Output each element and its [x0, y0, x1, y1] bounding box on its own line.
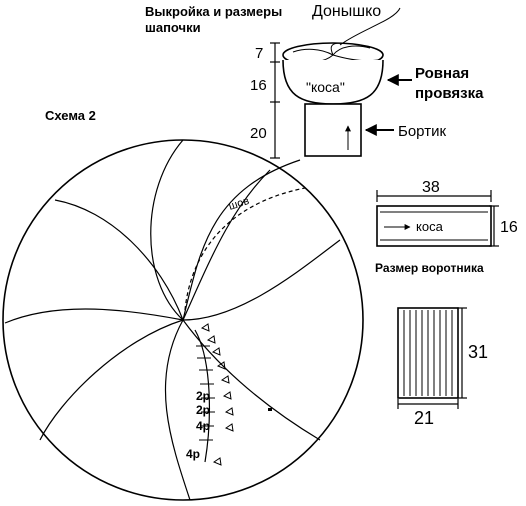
hat-dimension-line — [270, 42, 280, 159]
strip-label: коса — [416, 219, 444, 234]
collar-caption: Размер воротника — [375, 261, 484, 275]
dim-middle: 16 — [250, 77, 267, 94]
mark-4: 4р — [186, 447, 200, 461]
band-label-1: Ровная — [415, 65, 469, 82]
brim-label: Бортик — [398, 123, 446, 140]
center-dot — [268, 408, 272, 411]
braid-strip: 38 коса 16 — [376, 179, 518, 247]
spiral-lines — [4, 139, 341, 501]
mark-3: 4р — [196, 419, 210, 433]
dim-top: 7 — [255, 45, 263, 62]
seam-label: шов — [227, 195, 251, 213]
scheme-label: Схема 2 — [45, 108, 96, 123]
braid-label: "коса" — [306, 79, 345, 95]
crown-circle-pattern: шов 2р 2р 4р 4р — [2, 139, 364, 501]
top-label: Донышко — [312, 3, 381, 20]
collar-ribs — [403, 310, 453, 396]
strip-rect — [376, 205, 492, 247]
collar-width: 21 — [414, 408, 434, 428]
mark-2: 2р — [196, 403, 210, 417]
seam-line — [184, 187, 306, 311]
collar-height: 31 — [468, 342, 488, 362]
decrease-markers — [196, 323, 234, 466]
band-label-2: провязка — [415, 85, 484, 102]
title-line-2: шапочки — [145, 20, 201, 35]
hat-sketch: "коса" Донышко Ровная провязка Бортик 7 … — [250, 3, 484, 159]
collar-sketch: 31 21 — [397, 307, 488, 428]
top-pointer — [339, 7, 401, 46]
title-line-1: Выкройка и размеры — [145, 4, 282, 19]
mark-1: 2р — [196, 389, 210, 403]
strip-height: 16 — [500, 219, 518, 236]
strip-width: 38 — [422, 179, 440, 196]
dim-bottom: 20 — [250, 125, 267, 142]
hat-brim — [304, 103, 362, 157]
decrease-line — [194, 329, 210, 463]
